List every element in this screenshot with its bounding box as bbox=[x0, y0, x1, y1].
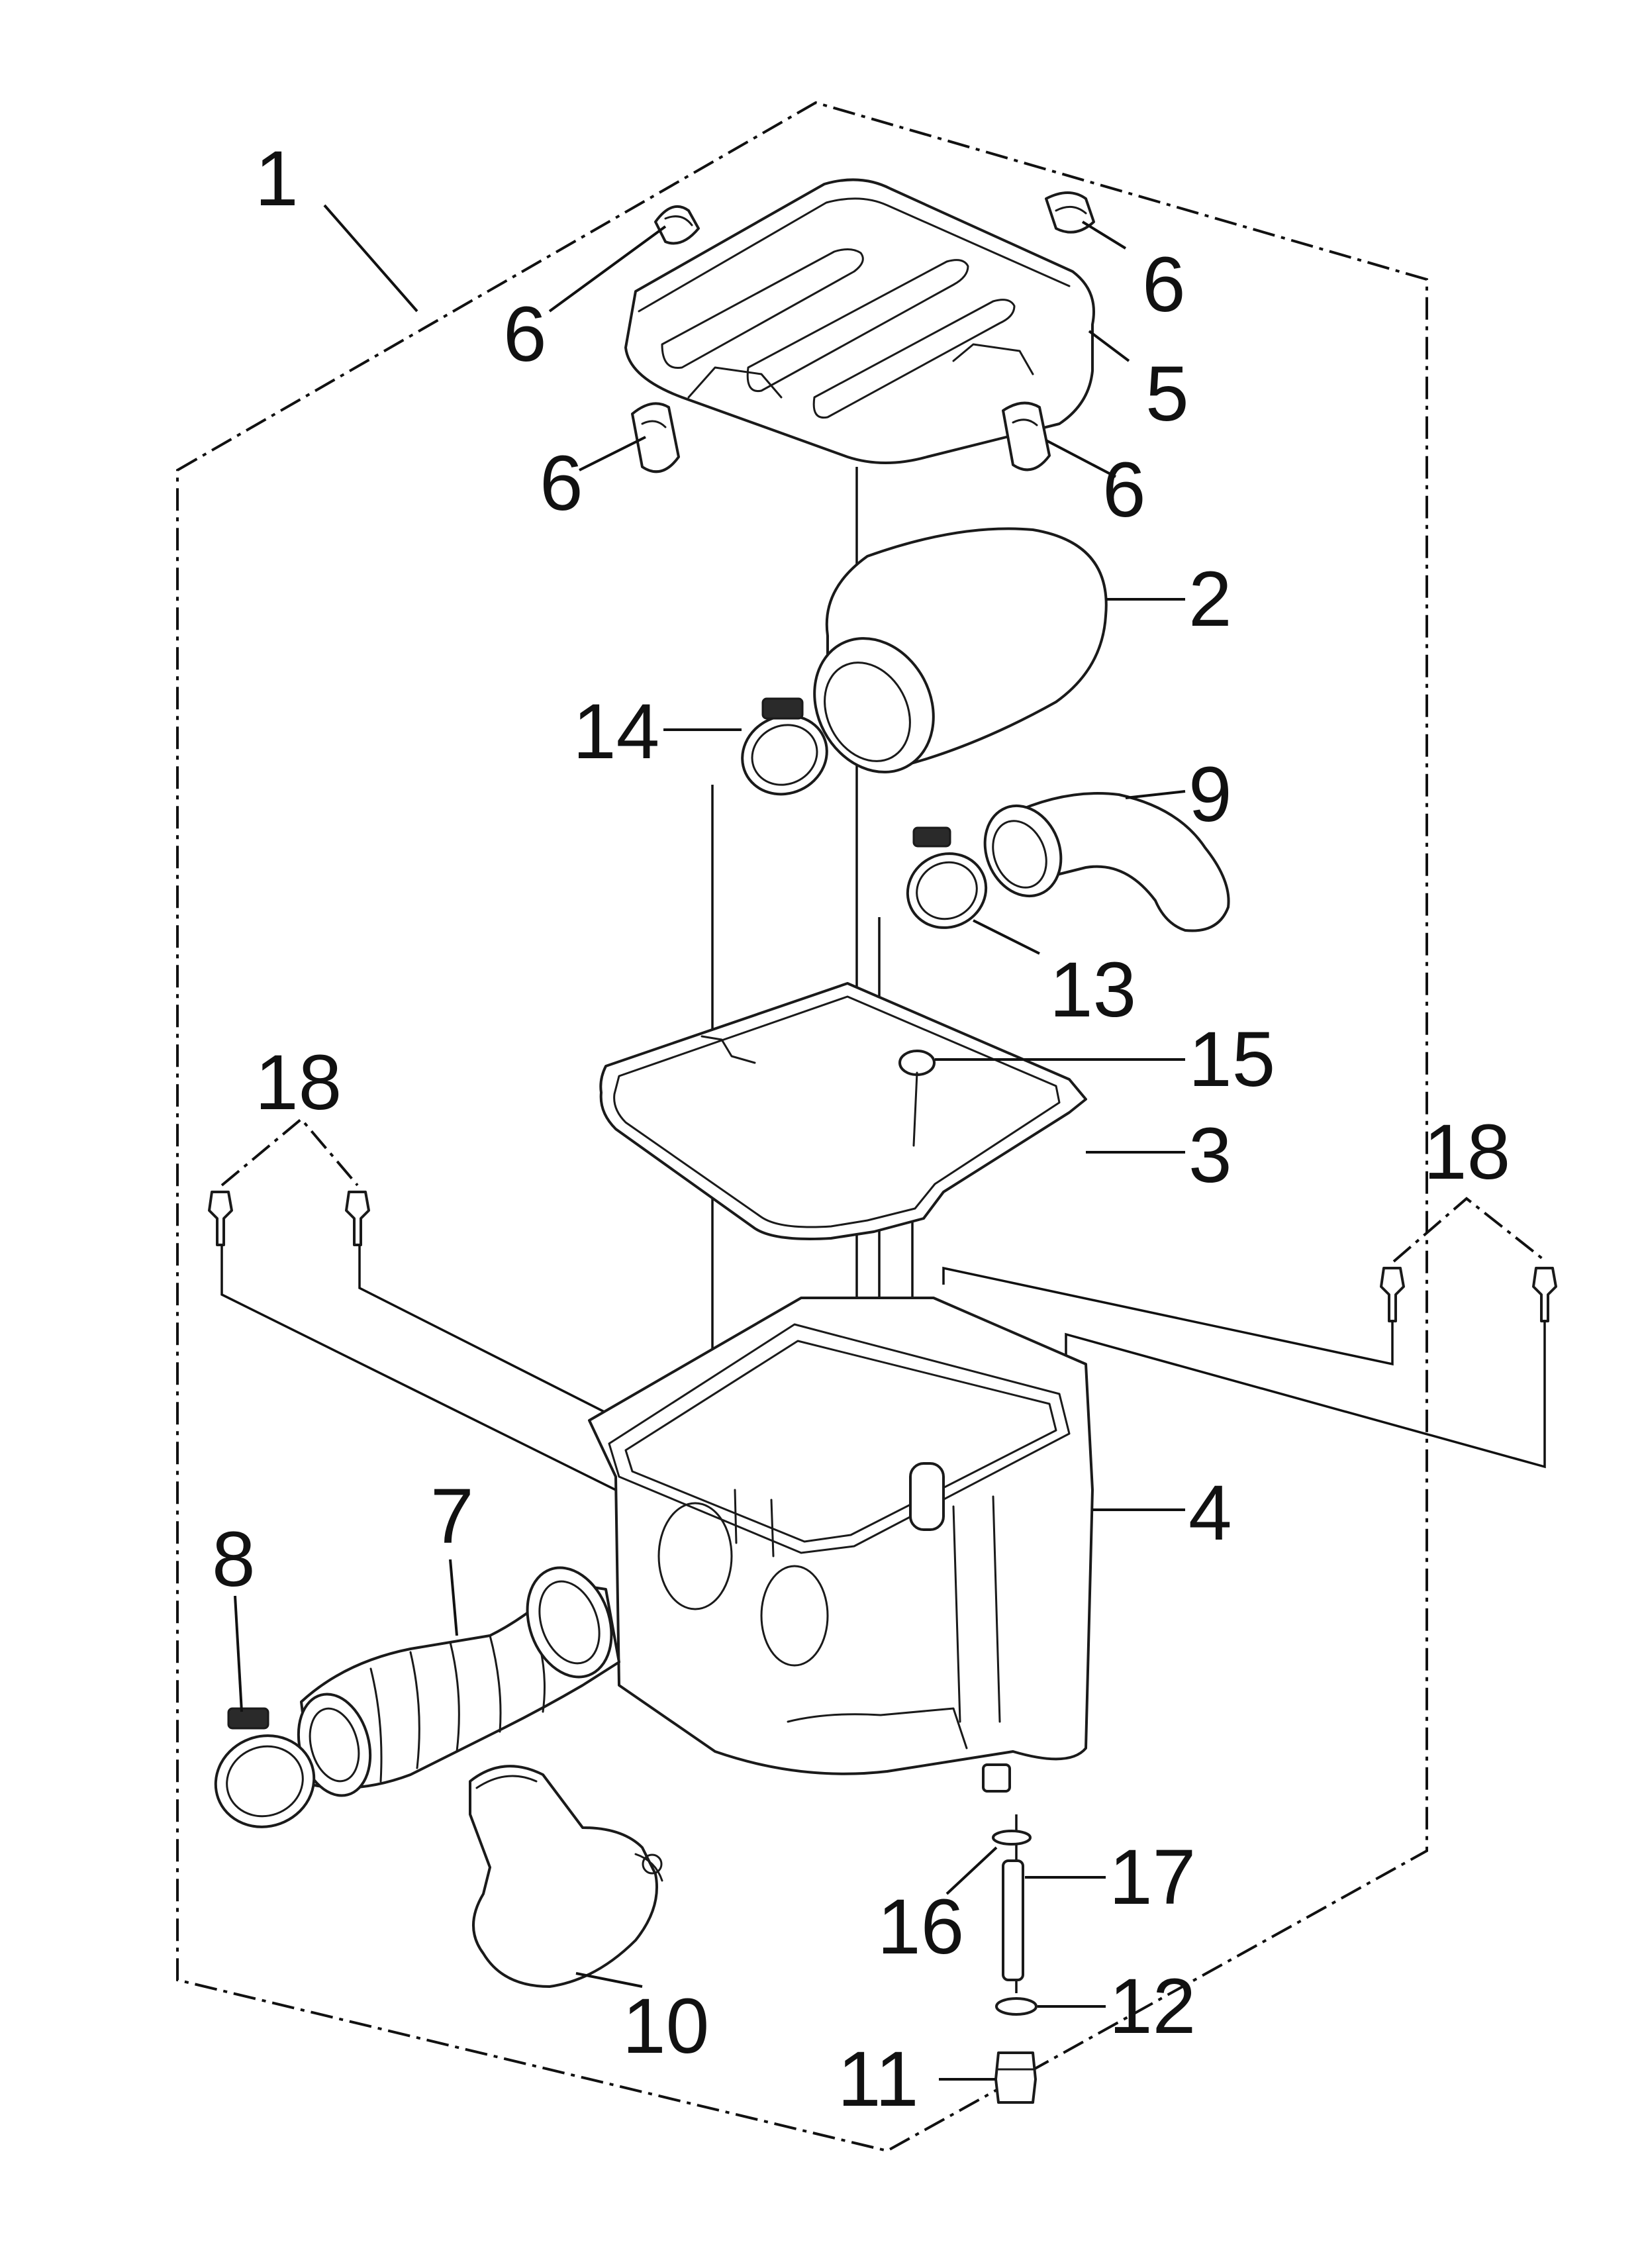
clip-top-left bbox=[654, 205, 700, 245]
filter-element bbox=[813, 527, 1108, 773]
drain-tube-17 bbox=[1002, 1859, 1024, 1981]
drain-plug-11 bbox=[994, 2051, 1037, 2104]
label-part-6: 6 bbox=[503, 291, 547, 378]
label-part-10: 10 bbox=[622, 1983, 709, 2070]
label-part-6: 6 bbox=[1142, 241, 1186, 328]
label-part-8: 8 bbox=[212, 1516, 256, 1603]
callout-labels: 1 6 6 6 6 5 2 14 9 13 15 3 18 18 4 7 8 1… bbox=[212, 135, 1510, 2123]
air-box-cover bbox=[624, 178, 1095, 464]
label-part-7: 7 bbox=[430, 1473, 474, 1560]
label-part-2: 2 bbox=[1188, 556, 1232, 643]
label-part-4: 4 bbox=[1188, 1469, 1232, 1557]
clip-12 bbox=[995, 1997, 1038, 2016]
label-part-9: 9 bbox=[1188, 751, 1232, 838]
label-part-6: 6 bbox=[540, 440, 583, 527]
grommet-guides bbox=[220, 1245, 1546, 1521]
cover-clips bbox=[631, 191, 1095, 473]
label-part-5: 5 bbox=[1145, 350, 1189, 438]
clamp-14 bbox=[741, 697, 828, 796]
grommets-left bbox=[208, 1117, 370, 1246]
label-part-18-right: 18 bbox=[1424, 1109, 1510, 1196]
leader-lines bbox=[234, 204, 1186, 2081]
drain-assembly bbox=[992, 1830, 1038, 2104]
screw bbox=[898, 1050, 936, 1147]
clip-bottom-right bbox=[1002, 401, 1051, 471]
outlet-hose bbox=[983, 792, 1230, 932]
clamp-13 bbox=[906, 826, 988, 929]
label-part-13: 13 bbox=[1049, 946, 1136, 1034]
label-part-1: 1 bbox=[255, 135, 299, 222]
label-part-11: 11 bbox=[838, 2036, 919, 2123]
label-part-17: 17 bbox=[1109, 1834, 1196, 1921]
label-part-6: 6 bbox=[1102, 446, 1146, 534]
label-part-12: 12 bbox=[1109, 1963, 1196, 2050]
intake-hose bbox=[297, 1566, 620, 1797]
o-ring-16 bbox=[992, 1830, 1032, 1846]
air-box bbox=[588, 1297, 1094, 1793]
clamp-8 bbox=[214, 1707, 316, 1828]
grommets-right bbox=[1380, 1197, 1557, 1322]
label-part-15: 15 bbox=[1188, 1016, 1275, 1103]
gasket bbox=[599, 982, 1087, 1240]
clip-top-right bbox=[1045, 191, 1095, 234]
label-part-14: 14 bbox=[573, 688, 659, 775]
clip-bottom-left bbox=[631, 402, 680, 473]
assembly-boundary bbox=[176, 101, 1428, 2153]
label-part-3: 3 bbox=[1188, 1112, 1232, 1199]
inlet-elbow bbox=[469, 1765, 663, 1988]
label-part-18-left: 18 bbox=[255, 1039, 342, 1126]
label-part-16: 16 bbox=[877, 1883, 964, 1971]
